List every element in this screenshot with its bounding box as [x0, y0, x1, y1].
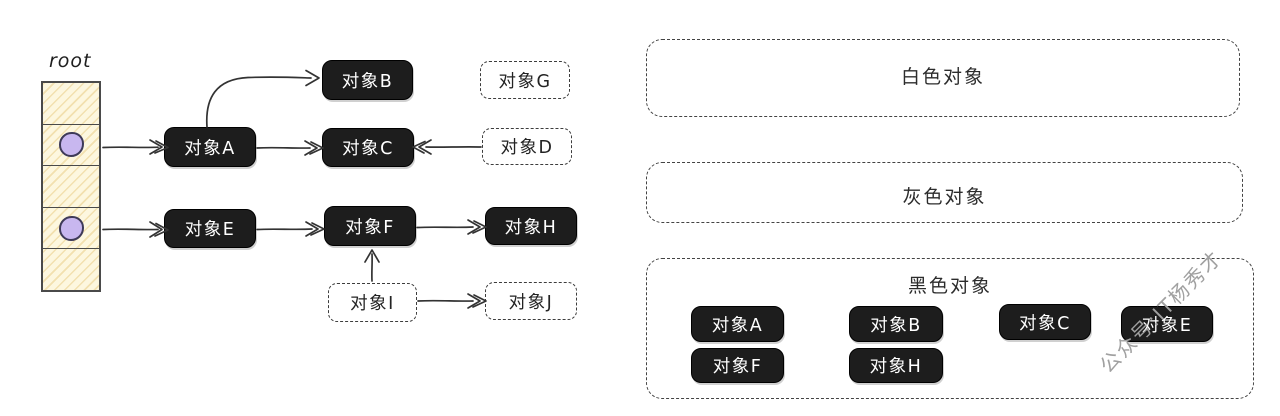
root-pointer-dot-2: [59, 216, 84, 241]
root-stack-label: root: [49, 50, 92, 72]
black-panel-pill-f: 对象F: [691, 348, 784, 383]
stack-cell: [43, 125, 99, 167]
panel-title: 黑色对象: [907, 275, 992, 297]
node-label: 对象E: [184, 220, 236, 240]
node-object-f: 对象F: [324, 206, 416, 246]
node-label: 对象G: [498, 71, 552, 92]
edge-a-b: [205, 76, 312, 128]
node-object-e: 对象E: [164, 209, 256, 248]
node-label: 对象C: [342, 139, 394, 159]
panel-black-objects: 黑色对象 对象A 对象B 对象C 对象E 对象F 对象H: [646, 258, 1254, 399]
node-object-h: 对象H: [485, 207, 577, 245]
panel-white-objects: 白色对象: [646, 39, 1240, 117]
node-object-d: 对象D: [482, 128, 572, 165]
node-object-a: 对象A: [164, 127, 256, 167]
black-panel-pill-a: 对象A: [691, 306, 784, 342]
node-label: 对象D: [500, 138, 554, 158]
node-label: 对象H: [504, 217, 558, 238]
node-label: 对象I: [350, 294, 395, 314]
panel-gray-objects: 灰色对象: [646, 162, 1243, 223]
node-object-b: 对象B: [322, 60, 413, 100]
black-panel-pill-b: 对象B: [849, 306, 943, 342]
stack-cell: [43, 83, 99, 125]
node-object-i: 对象I: [328, 283, 417, 322]
panel-title: 白色对象: [900, 66, 985, 88]
node-object-j: 对象J: [485, 282, 577, 320]
node-label: 对象B: [341, 71, 394, 92]
black-panel-pill-h: 对象H: [849, 348, 943, 383]
panel-title: 灰色对象: [902, 186, 987, 208]
node-object-c: 对象C: [322, 128, 414, 167]
black-panel-pill-c: 对象C: [999, 304, 1091, 340]
stack-cell: [43, 208, 99, 250]
node-label: 对象J: [508, 292, 554, 313]
stack-cell: [43, 249, 99, 290]
root-stack: [41, 81, 101, 292]
black-panel-pill-e: 对象E: [1121, 306, 1213, 342]
stack-cell: [43, 166, 99, 208]
node-label: 对象F: [345, 217, 395, 238]
node-label: 对象A: [184, 138, 236, 159]
node-object-g: 对象G: [480, 61, 570, 99]
edge-f-h: [416, 226, 474, 229]
root-pointer-dot-1: [59, 132, 84, 157]
edge-e-f: [256, 228, 313, 231]
